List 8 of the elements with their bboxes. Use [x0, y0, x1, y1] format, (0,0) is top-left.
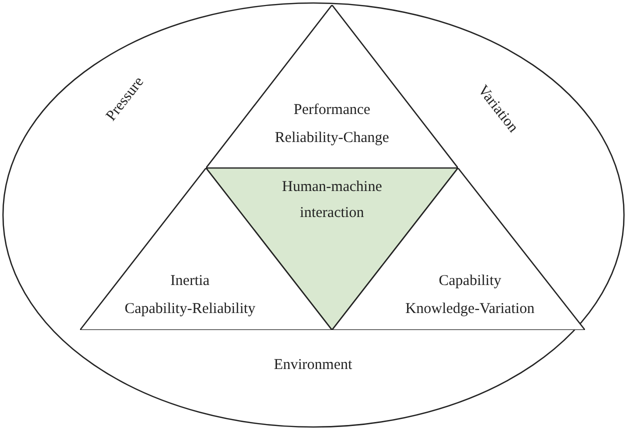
node-text: Inertia	[169, 272, 211, 291]
node-text: Reliability-Change	[274, 129, 390, 148]
node-text: Knowledge-Variation	[404, 300, 536, 319]
node-text: Performance	[292, 101, 372, 120]
node-text: Capability-Reliability	[124, 300, 256, 319]
node-text: Capability	[438, 272, 502, 291]
node-text: Human-machine interaction	[281, 178, 383, 223]
node-text: Environment	[272, 356, 354, 375]
